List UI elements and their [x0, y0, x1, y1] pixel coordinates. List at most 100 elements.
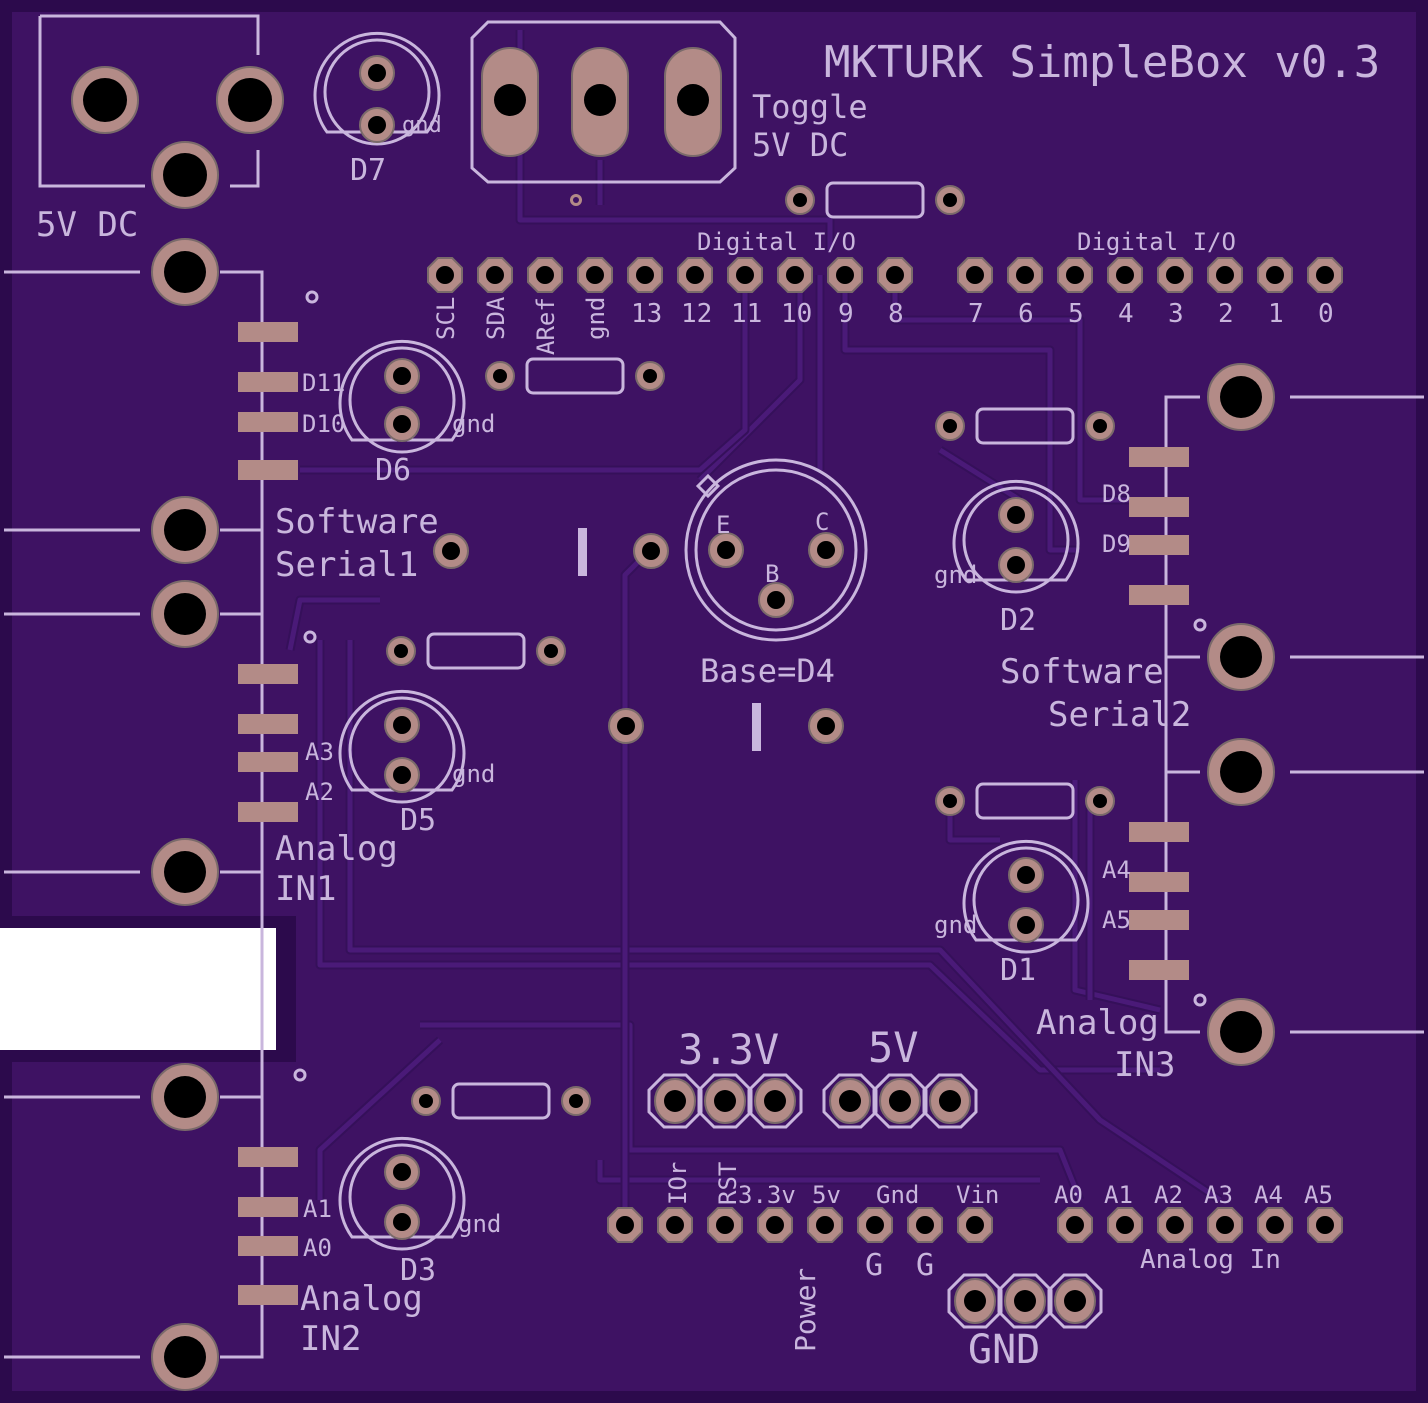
label-g1: G	[865, 1248, 883, 1283]
header-outline	[697, 1073, 753, 1129]
header-outline	[872, 1073, 928, 1129]
label-toggle-5v: 5V DC	[752, 126, 848, 164]
label-power: Power	[789, 1268, 822, 1352]
drill-hole	[1220, 1011, 1262, 1053]
smd-pad	[238, 1147, 298, 1167]
led-outline	[313, 31, 441, 134]
drill-hole	[368, 64, 386, 82]
smd-pad	[1129, 535, 1189, 555]
label-analog3: Analog	[1036, 1003, 1159, 1043]
led-outline-inner	[348, 346, 456, 454]
copper-trace	[938, 447, 1022, 503]
drill-hole	[1316, 1216, 1334, 1234]
drill-hole	[617, 717, 635, 735]
drill-hole	[666, 1216, 684, 1234]
drill-hole	[393, 766, 411, 784]
smd-pad	[1129, 910, 1189, 930]
drill-hole	[714, 1090, 736, 1112]
drill-hole	[1017, 916, 1035, 934]
drill-hole	[436, 266, 454, 284]
smd-pad	[238, 752, 298, 772]
drill-hole	[1216, 266, 1234, 284]
drill-hole	[228, 78, 272, 122]
board-title: MKTURK SimpleBox v0.3	[824, 37, 1380, 88]
copper-trace	[1072, 780, 1161, 1013]
smd-pad	[1129, 872, 1189, 892]
label-serial2-2: Serial2	[1048, 695, 1191, 735]
label-gnd-d3: gnd	[458, 1210, 501, 1238]
label-analog1-2: IN1	[275, 869, 336, 909]
drill-hole	[1093, 419, 1107, 433]
drill-hole	[1064, 1290, 1086, 1312]
copper-trace	[698, 275, 803, 482]
smd-pad	[238, 1197, 298, 1217]
drill-hole	[1220, 751, 1262, 793]
pin-label: 1	[1268, 299, 1284, 329]
pin-label: 9	[838, 299, 854, 329]
label-d11: D11	[302, 369, 345, 397]
pin-label: 8	[888, 299, 904, 329]
pin-label: 4	[1118, 299, 1134, 329]
label-gnd-d7: gnd	[402, 113, 442, 138]
drill-hole	[643, 369, 657, 383]
smd-pad	[238, 322, 298, 342]
label-toggle: Toggle	[752, 88, 868, 126]
drill-hole	[966, 266, 984, 284]
pin-label: 3	[1168, 299, 1184, 329]
pin-label: A2	[1154, 1181, 1183, 1209]
led-outline-inner	[962, 486, 1070, 594]
label-analog-in: Analog In	[1140, 1245, 1281, 1275]
label-d6: D6	[375, 453, 411, 488]
drill-hole	[1007, 556, 1025, 574]
pin1-marker	[293, 1068, 307, 1082]
drill-hole	[1216, 1216, 1234, 1234]
header-outline	[922, 1073, 978, 1129]
resistor-outline	[451, 1082, 551, 1120]
smd-pad	[238, 372, 298, 392]
copper-trace	[347, 640, 1222, 1203]
resistor-outline	[525, 357, 625, 395]
smd-pad	[1129, 585, 1189, 605]
silk-bar	[578, 528, 587, 576]
led-outline-inner	[348, 1143, 456, 1251]
resistor-outline	[426, 632, 526, 670]
connector-outline	[4, 322, 264, 1359]
pin-label: ARef	[532, 297, 560, 355]
header-outline	[822, 1073, 878, 1129]
label-serial2: Software	[1000, 652, 1164, 692]
pin-label: 6	[1018, 299, 1034, 329]
header-outline	[947, 1273, 1003, 1329]
copper-trace	[287, 597, 380, 651]
label-gnd-d6: gnd	[452, 410, 495, 438]
drill-hole	[1316, 266, 1334, 284]
pin1-marker	[1193, 993, 1207, 1007]
drill-hole	[916, 1216, 934, 1234]
drill-hole	[767, 591, 785, 609]
drill-hole	[368, 116, 386, 134]
drill-hole	[393, 415, 411, 433]
copper-trace	[842, 275, 1080, 553]
drill-hole	[393, 367, 411, 385]
drill-hole	[736, 266, 754, 284]
drill-hole	[1220, 376, 1262, 418]
connector-outline	[1164, 447, 1424, 1034]
drill-hole	[1016, 266, 1034, 284]
copper-trace	[300, 275, 748, 473]
drill-hole	[1066, 1216, 1084, 1234]
led-outline	[952, 479, 1080, 582]
drill-hole	[1093, 794, 1107, 808]
pin-label: RST	[714, 1162, 742, 1205]
pin-label: 5	[1068, 299, 1084, 329]
resistor-outline	[975, 407, 1075, 445]
drill-hole	[943, 419, 957, 433]
drill-hole	[943, 794, 957, 808]
pads	[71, 47, 1343, 1391]
copper-trace	[420, 1022, 1083, 1201]
drill-hole	[442, 542, 460, 560]
copper-trace	[317, 1038, 442, 1200]
label-a3: A3	[305, 738, 334, 766]
drill-hole	[866, 1216, 884, 1234]
smd-pad	[1129, 822, 1189, 842]
pin-label: 3.3v	[738, 1181, 796, 1209]
pin-label: A5	[1304, 1181, 1333, 1209]
